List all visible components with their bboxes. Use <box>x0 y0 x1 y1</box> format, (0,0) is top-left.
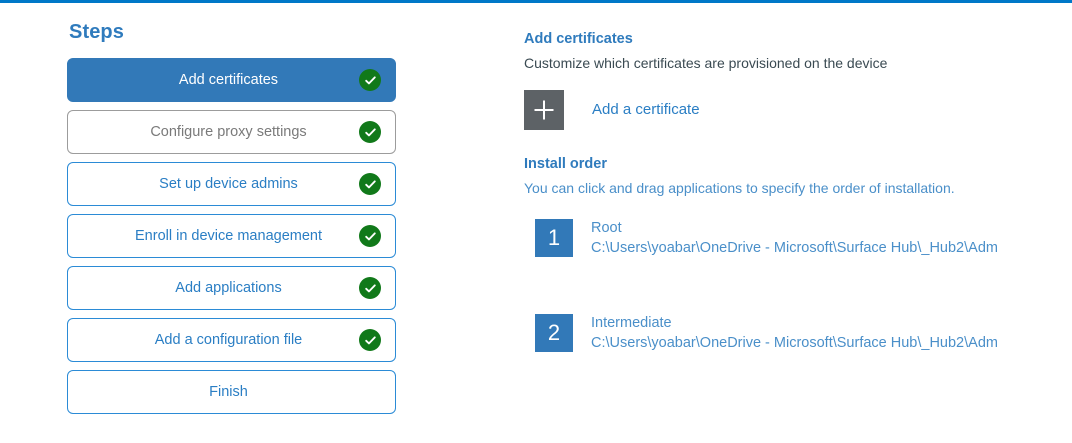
certificate-name: Intermediate <box>591 315 672 331</box>
order-number-badge: 1 <box>535 219 573 257</box>
detail-pane: Add certificates Customize which certifi… <box>524 30 1024 353</box>
step-label: Configure proxy settings <box>150 124 307 140</box>
step-label: Add certificates <box>178 72 279 88</box>
add-certificate-label: Add a certificate <box>592 101 700 118</box>
check-circle-icon <box>359 121 381 143</box>
install-order-item-text: Root C:\Users\yoabar\OneDrive - Microsof… <box>591 219 1024 258</box>
section-heading-install-order: Install order <box>524 156 607 172</box>
steps-title: Steps <box>69 21 124 43</box>
step-item-add-certificates[interactable]: Add certificates <box>67 58 396 102</box>
step-label: Enroll in device management <box>135 228 322 244</box>
section-subheading-add-certificates: Customize which certificates are provisi… <box>524 55 888 71</box>
step-item-enroll-in-device-management[interactable]: Enroll in device management <box>67 214 396 258</box>
plus-icon <box>524 90 564 130</box>
step-item-set-up-device-admins[interactable]: Set up device admins <box>67 162 396 206</box>
check-circle-icon <box>359 69 381 91</box>
certificate-path: C:\Users\yoabar\OneDrive - Microsoft\Sur… <box>591 240 998 256</box>
install-order-item[interactable]: 1 Root C:\Users\yoabar\OneDrive - Micros… <box>524 219 1024 258</box>
step-label: Set up device admins <box>159 176 298 192</box>
certificate-path: C:\Users\yoabar\OneDrive - Microsoft\Sur… <box>591 335 998 351</box>
add-certificate-button[interactable]: Add a certificate <box>524 90 700 130</box>
check-circle-icon <box>359 225 381 247</box>
install-order-item-text: Intermediate C:\Users\yoabar\OneDrive - … <box>591 314 1024 353</box>
install-order-list: 1 Root C:\Users\yoabar\OneDrive - Micros… <box>524 219 1024 353</box>
install-order-section: Install order You can click and drag app… <box>524 155 1024 353</box>
step-item-configure-proxy-settings[interactable]: Configure proxy settings <box>67 110 396 154</box>
step-item-add-applications[interactable]: Add applications <box>67 266 396 310</box>
certificate-name: Root <box>591 220 622 236</box>
install-order-item[interactable]: 2 Intermediate C:\Users\yoabar\OneDrive … <box>524 314 1024 353</box>
check-circle-icon <box>359 173 381 195</box>
step-item-add-a-configuration-file[interactable]: Add a configuration file <box>67 318 396 362</box>
step-label: Add a configuration file <box>154 332 303 348</box>
step-label: Add applications <box>175 280 282 296</box>
section-heading-add-certificates: Add certificates <box>524 31 633 47</box>
steps-pane: Steps Add certificates Configure proxy s… <box>67 20 397 414</box>
steps-list: Add certificates Configure proxy setting… <box>67 58 397 414</box>
check-circle-icon <box>359 277 381 299</box>
top-accent-bar <box>0 0 1072 3</box>
check-circle-icon <box>359 329 381 351</box>
step-label: Finish <box>209 384 248 400</box>
order-number-badge: 2 <box>535 314 573 352</box>
section-subheading-install-order: You can click and drag applications to s… <box>524 180 955 196</box>
step-item-finish[interactable]: Finish <box>67 370 396 414</box>
